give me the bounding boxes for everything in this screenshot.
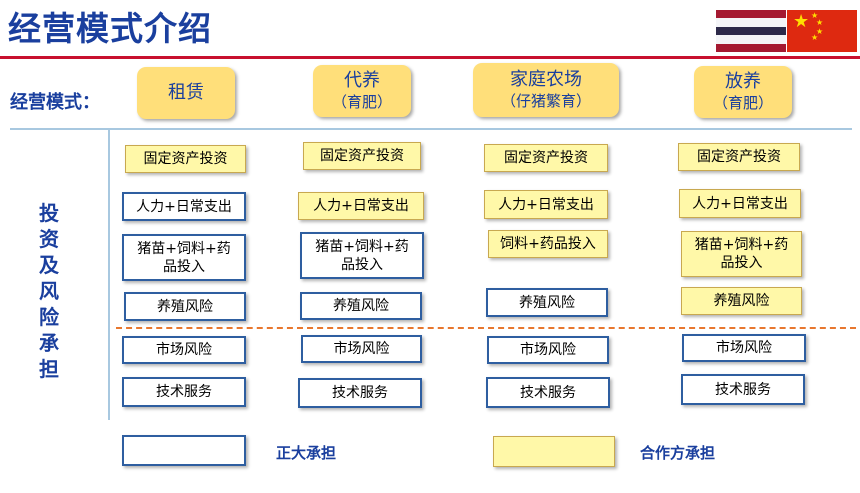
mode-free-range: 放养 （育肥） [694,66,792,118]
piglet-feed-drug-box: 猪苗+饲料+药品投入 [681,231,802,277]
legend-partner-swatch [493,436,615,467]
header-divider [10,128,852,130]
china-flag-icon: ★ ★ ★ ★ ★ [787,10,857,52]
tech-service-box: 技术服务 [122,377,246,407]
mode-sub: （仔猪繁育） [500,92,591,110]
tech-service-box: 技术服务 [486,377,610,408]
title-underline [0,56,860,59]
legend-cp-label: 正大承担 [276,444,337,462]
feed-drug-box: 饲料+药品投入 [488,230,608,258]
thailand-flag-icon [716,10,786,52]
market-risk-box: 市场风险 [682,334,806,362]
breeding-risk-box: 养殖风险 [300,292,422,320]
piglet-feed-drug-box: 猪苗+饲料+药品投入 [300,232,424,279]
market-risk-box: 市场风险 [487,336,609,364]
mode-name: 家庭农场 [510,69,582,90]
market-risk-box: 市场风险 [122,336,246,364]
mode-name: 放养 [725,71,761,92]
side-divider [108,130,110,420]
page-title: 经营模式介绍 [8,9,212,48]
breeding-risk-box: 养殖风险 [486,288,608,317]
fixed-asset-box: 固定资产投资 [678,143,800,171]
mode-lease: 租赁 [137,67,235,119]
labor-box: 人力+日常支出 [122,192,246,221]
legend-partner-label: 合作方承担 [640,444,716,462]
labor-box: 人力+日常支出 [679,189,801,218]
tech-service-box: 技术服务 [298,378,422,408]
mode-name: 租赁 [168,82,204,103]
market-risk-box: 市场风险 [301,335,422,363]
side-label: 投 资 及 风 险 承 担 [39,201,59,381]
breeding-risk-box: 养殖风险 [681,287,802,315]
fixed-asset-box: 固定资产投资 [125,145,246,173]
breeding-risk-box: 养殖风险 [124,292,246,321]
risk-divider [116,327,856,329]
mode-contract-fattening: 代养 （育肥） [313,65,411,117]
piglet-feed-drug-box: 猪苗+饲料+药品投入 [122,234,246,281]
mode-label: 经营模式： [10,92,100,113]
mode-name: 代养 [344,70,380,91]
fixed-asset-box: 固定资产投资 [303,142,421,170]
tech-service-box: 技术服务 [681,374,805,405]
mode-sub: （育肥） [712,94,773,112]
fixed-asset-box: 固定资产投资 [484,144,608,172]
mode-sub: （育肥） [331,93,392,111]
legend-cp-swatch [122,435,246,466]
labor-box: 人力+日常支出 [484,190,608,219]
mode-family-farm: 家庭农场 （仔猪繁育） [473,63,619,117]
labor-box: 人力+日常支出 [298,192,424,220]
